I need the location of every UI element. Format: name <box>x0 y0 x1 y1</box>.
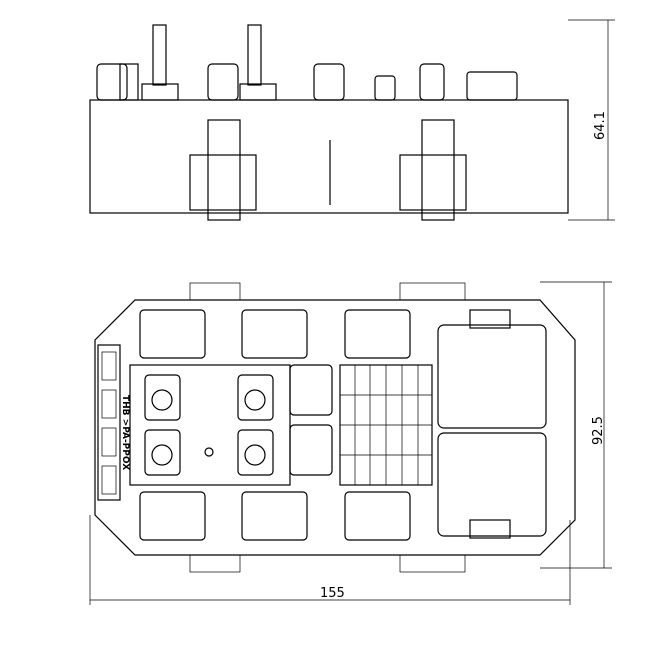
relay-sockets-top <box>139 309 411 359</box>
connector-lower <box>437 432 547 537</box>
left-fuse-strip <box>97 344 121 501</box>
height-dimension: 64.1 <box>593 111 608 140</box>
relay-sockets-bottom <box>139 491 411 541</box>
plan-view: THB >PA-PPOX 92.5 155 <box>89 281 612 605</box>
side-view: 64.1 <box>89 19 615 221</box>
maxi-fuse-block <box>129 364 291 486</box>
connector-upper <box>437 324 547 429</box>
part-marking: THB >PA-PPOX <box>120 395 130 470</box>
width-dimension: 155 <box>320 586 345 601</box>
depth-dimension: 92.5 <box>591 416 606 445</box>
mini-fuse-grid <box>339 364 433 486</box>
